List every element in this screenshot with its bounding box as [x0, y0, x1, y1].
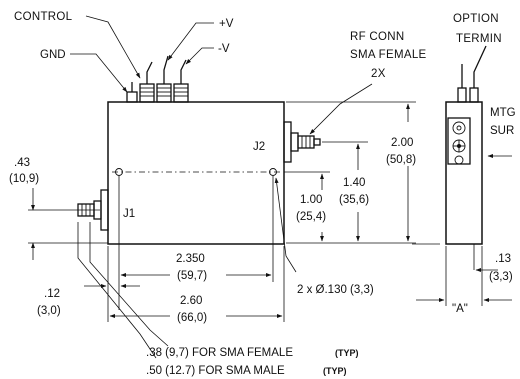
label-view-a: "A"	[452, 303, 468, 315]
dim-hole: 2 x Ø.130 (3,3)	[297, 284, 374, 296]
dim-2350: 2.350 (59,7)	[118, 176, 274, 282]
gnd-terminal	[126, 91, 138, 103]
hole-callout: 2 x Ø.130 (3,3)	[274, 177, 374, 296]
dim-012-in: .12	[44, 288, 60, 300]
label-rf-conn-1: RF CONN	[350, 31, 405, 43]
label-rf-conn-3: 2X	[371, 68, 386, 80]
dim-260-in: 2.60	[180, 295, 202, 307]
mounting-hole-left	[115, 168, 123, 176]
side-view	[412, 45, 512, 245]
label-plus-v: +V	[219, 18, 234, 30]
dim-013: .13 (3,3)	[473, 244, 513, 283]
top-terminals	[126, 55, 189, 103]
note-sma-male-typ: (TYP)	[323, 366, 347, 376]
note-sma-female-typ: (TYP)	[335, 348, 359, 358]
connector-notes: .38 (9,7) FOR SMA FEMALE (TYP) .50 (12.7…	[77, 222, 359, 377]
dim-140-in: 1.40	[343, 177, 365, 189]
dim-260: 2.60 (66,0)	[107, 246, 285, 324]
label-mtg-1: MTG	[490, 107, 516, 119]
minus-v-terminal	[173, 83, 189, 103]
label-option-2: TERMIN	[456, 33, 502, 45]
dim-200-mm: (50,8)	[386, 154, 416, 166]
housing-body	[107, 101, 285, 245]
dim-012-mm: (3,0)	[37, 305, 61, 317]
dim-a: "A"	[416, 246, 512, 315]
dim-140: 1.40 (35,6)	[322, 141, 369, 242]
control-terminal	[139, 83, 155, 103]
dim-140-mm: (35,6)	[339, 194, 369, 206]
dim-013-in: .13	[495, 253, 511, 265]
label-mtg-2: SUR	[490, 125, 514, 137]
front-view	[77, 55, 321, 245]
dim-260-mm: (66,0)	[177, 312, 207, 324]
label-minus-v: -V	[218, 43, 230, 55]
dim-2350-in: 2.350	[176, 253, 205, 265]
label-gnd: GND	[40, 49, 66, 61]
j2-connector	[283, 121, 321, 163]
dim-013-mm: (3,3)	[489, 271, 513, 283]
rf-conn-callout: RF CONN SMA FEMALE 2X J2 J1	[123, 31, 427, 220]
dim-043: .43 (10,9)	[9, 157, 108, 260]
dim-100: 1.00 (25,4)	[284, 171, 330, 242]
side-labels: OPTION TERMIN MTG SUR	[453, 13, 516, 137]
dim-100-mm: (25,4)	[296, 211, 326, 223]
side-housing	[445, 101, 483, 245]
label-j1: J1	[123, 208, 135, 220]
label-j2: J2	[253, 141, 265, 153]
dim-200: 2.00 (50,8)	[286, 101, 416, 244]
label-control: CONTROL	[14, 11, 73, 23]
label-option-1: OPTION	[453, 13, 499, 25]
note-sma-male: .50 (12.7) FOR SMA MALE	[146, 365, 285, 377]
dim-200-in: 2.00	[391, 137, 413, 149]
terminal-callouts: CONTROL +V GND -V	[14, 11, 234, 93]
side-connectors	[447, 117, 471, 165]
dim-012: .12 (3,0)	[37, 282, 140, 317]
mounting-hole-right	[269, 168, 277, 176]
label-rf-conn-2: SMA FEMALE	[350, 49, 427, 61]
note-sma-female: .38 (9,7) FOR SMA FEMALE	[146, 347, 293, 359]
dim-2350-mm: (59,7)	[177, 270, 207, 282]
dim-043-in: .43	[14, 157, 30, 169]
plus-v-terminal	[156, 83, 172, 103]
dim-100-in: 1.00	[300, 194, 322, 206]
dim-043-mm: (10,9)	[9, 173, 39, 185]
